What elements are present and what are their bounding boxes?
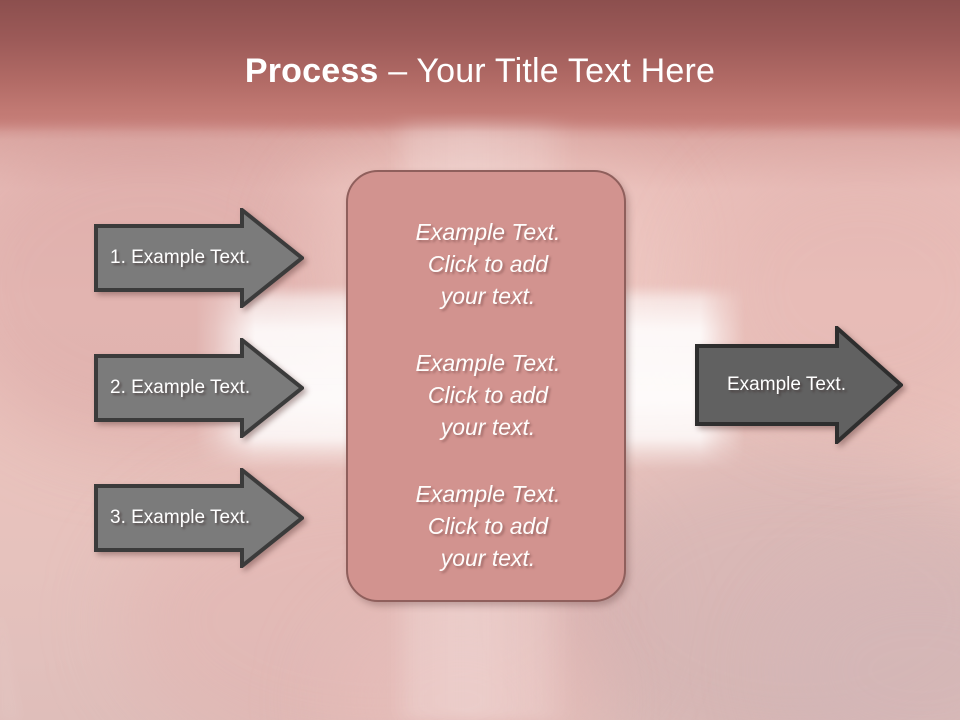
right-arrow-icon [695,326,903,444]
output-arrow[interactable]: Example Text. [695,326,903,444]
center-text-line: Example Text. [415,350,561,376]
center-text-line: your text. [440,414,536,440]
input-arrow-3-label: 3. Example Text. [110,507,251,528]
page-title-bold: Process [244,52,379,90]
center-text-line: your text. [440,545,536,571]
center-text-block-3[interactable]: Example Text. Click to add your text. [376,478,600,574]
input-arrow-3[interactable]: 3. Example Text. [94,468,304,568]
output-arrow-label: Example Text. [727,374,846,395]
center-process-panel[interactable]: Example Text. Click to add your text. Ex… [346,170,626,602]
input-arrow-2-label: 2. Example Text. [110,377,251,398]
center-text-line: Example Text. [415,219,561,245]
header-band [0,0,960,132]
page-title-rest: – Your Title Text Here [378,52,716,90]
center-text-block-1[interactable]: Example Text. Click to add your text. [376,216,600,312]
right-arrow-icon [94,468,304,568]
center-text-line: Click to add [427,251,549,277]
page-title: Process – Your Title Text Here [0,50,960,92]
input-arrow-2[interactable]: 2. Example Text. [94,338,304,438]
center-text-block-2[interactable]: Example Text. Click to add your text. [376,347,600,443]
input-arrow-1[interactable]: 1. Example Text. [94,208,304,308]
center-text-line: Example Text. [415,481,561,507]
center-text-line: Click to add [427,382,549,408]
right-arrow-icon [94,338,304,438]
center-text-line: Click to add [427,513,549,539]
center-text-line: your text. [440,283,536,309]
input-arrow-1-label: 1. Example Text. [110,247,251,268]
right-arrow-icon [94,208,304,308]
